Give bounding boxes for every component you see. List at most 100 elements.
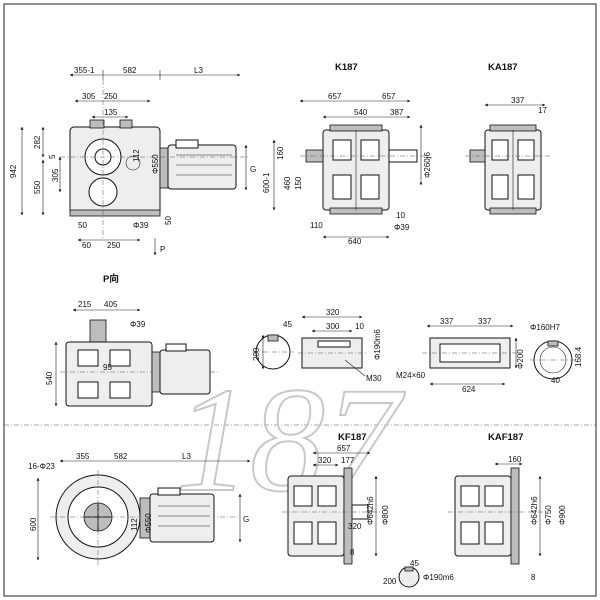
kaf-dim-160: 160	[508, 455, 522, 464]
k-dim-10: 10	[396, 211, 405, 220]
k-dim-640: 640	[348, 237, 362, 246]
kf-view: KF187 657 320 177 Φ642h6 Φ800 320 8 45 2…	[282, 432, 454, 588]
b-dim-600: 600	[29, 517, 38, 531]
shaft-dim-phi190: Φ190m6	[373, 329, 382, 360]
b-motor	[149, 493, 215, 543]
hollow-dim-phi200: Φ200	[516, 349, 525, 369]
p-dim-phi39: Φ39	[130, 320, 146, 329]
dim-305-left: 305	[51, 168, 60, 182]
k-dim-150: 150	[294, 176, 303, 190]
title-kf187: KF187	[338, 432, 367, 443]
shaft-dim-320: 320	[326, 308, 340, 317]
dim-50-br: 50	[164, 216, 173, 225]
kf-dim-177: 177	[341, 456, 355, 465]
dim-550-left: 550	[33, 180, 42, 194]
b-dim-16-phi23: 16-Φ23	[28, 462, 55, 471]
ring-dim-phi160: Φ160H7	[530, 323, 561, 332]
hollow-dim-337b: 337	[478, 317, 492, 326]
ka-view: KA187 337 17	[465, 62, 550, 215]
dim-135: 135	[104, 108, 118, 117]
dim-250-bottom: 250	[107, 241, 121, 250]
dim-phi550: Φ550	[151, 154, 160, 174]
shaft-dim-45: 45	[283, 320, 292, 329]
kaf-view: KAF187 160 Φ642h6 Φ750 Φ900 8	[448, 432, 567, 582]
shaft-dim-m30: M30	[366, 374, 382, 383]
kaf-dim-phi900: Φ900	[558, 505, 567, 525]
ka-dim-17: 17	[538, 106, 547, 115]
title-k187: K187	[335, 62, 358, 73]
ring-dim-40: 40	[551, 376, 560, 385]
p-motor	[159, 349, 211, 395]
dim-50-bl: 50	[78, 221, 87, 230]
kf-dim-phi190: Φ190m6	[423, 573, 454, 582]
b-dim-355: 355	[76, 452, 90, 461]
p-dim-95: 95	[103, 363, 112, 372]
drawing-frame	[3, 3, 597, 597]
kf-dim-657: 657	[337, 444, 351, 453]
kf-dim-320: 320	[318, 456, 332, 465]
shaft-dim-200: 200	[252, 347, 261, 361]
kf-dim-8: 8	[350, 548, 355, 557]
k-dim-phi260: Φ260j6	[423, 151, 432, 178]
k-dim-540: 540	[354, 108, 368, 117]
k-dim-387: 387	[390, 108, 404, 117]
k-dim-600: 600-1	[262, 172, 271, 193]
kaf-dim-8: 8	[531, 573, 536, 582]
p-view: P向 215 405 Φ39 540 95	[45, 273, 220, 407]
dim-942: 942	[9, 164, 18, 178]
kaf-dim-phi750: Φ750	[544, 505, 553, 525]
p-input-shaft	[89, 319, 107, 343]
k-dim-657a: 657	[328, 92, 342, 101]
dim-582: 582	[123, 66, 137, 75]
dim-112: 112	[132, 149, 141, 162]
b-dim-g: G	[243, 515, 249, 524]
hollow-shaft-detail: 337 337 Φ200 M24×60 624	[396, 317, 525, 394]
p-dim-405: 405	[104, 300, 118, 309]
dim-355: 355-1	[74, 66, 95, 75]
shaft-dim-10: 10	[355, 322, 364, 331]
k-dim-657b: 657	[382, 92, 396, 101]
side-view: 355-1 582 L3 305 250 135 942 282 5 550 3…	[9, 66, 256, 256]
kf-dim-phi642: Φ642h6	[366, 496, 375, 525]
shaft-dim-300: 300	[326, 322, 340, 331]
solid-shaft-detail: 45 200 320 300 10 Φ190m6 M30	[252, 308, 382, 383]
title-kaf187: KAF187	[488, 432, 523, 443]
dim-g: G	[250, 165, 256, 174]
p-dim-215: 215	[78, 300, 92, 309]
k-view: K187 657 657 540 387 160 600-1 460 150 Φ…	[262, 62, 432, 246]
k-dim-phi39: Φ39	[394, 223, 410, 232]
kf-dim-45: 45	[410, 559, 419, 568]
ka-dim-337: 337	[511, 96, 525, 105]
hollow-dim-337a: 337	[440, 317, 454, 326]
p-dim-540: 540	[45, 371, 54, 385]
kf-dim-320-lower: 320	[348, 522, 362, 531]
kaf-flange	[510, 467, 520, 565]
b-dim-112: 112	[130, 518, 139, 531]
hub-ring-detail: Φ160H7 168.4 40	[530, 323, 583, 385]
ring-dim-168: 168.4	[574, 346, 583, 367]
kf-dim-200: 200	[383, 577, 397, 586]
b-dim-582: 582	[114, 452, 128, 461]
dim-305-top: 305	[82, 92, 96, 101]
k-dim-160: 160	[276, 146, 285, 160]
flange-side-view: 16-Φ23 355 582 L3 600 112 Φ550 G	[28, 452, 251, 566]
hollow-dim-624: 624	[462, 385, 476, 394]
motor-body	[167, 144, 237, 190]
b-dim-l3: L3	[182, 452, 191, 461]
kaf-dim-phi642: Φ642h6	[530, 496, 539, 525]
dim-p: P	[160, 245, 165, 254]
kf-dim-phi800: Φ800	[381, 505, 390, 525]
k-dim-460: 460	[283, 176, 292, 190]
dim-250-top: 250	[104, 92, 118, 101]
b-dim-phi550: Φ550	[144, 513, 153, 533]
title-p-view: P向	[103, 273, 119, 285]
title-ka187: KA187	[488, 62, 518, 73]
dim-282: 282	[33, 135, 42, 149]
k-dim-110: 110	[310, 221, 323, 230]
dim-5: 5	[48, 154, 57, 159]
dim-phi39: Φ39	[133, 221, 149, 230]
dim-l3: L3	[194, 66, 203, 75]
dim-60: 60	[82, 241, 91, 250]
hollow-dim-m24: M24×60	[396, 371, 426, 380]
